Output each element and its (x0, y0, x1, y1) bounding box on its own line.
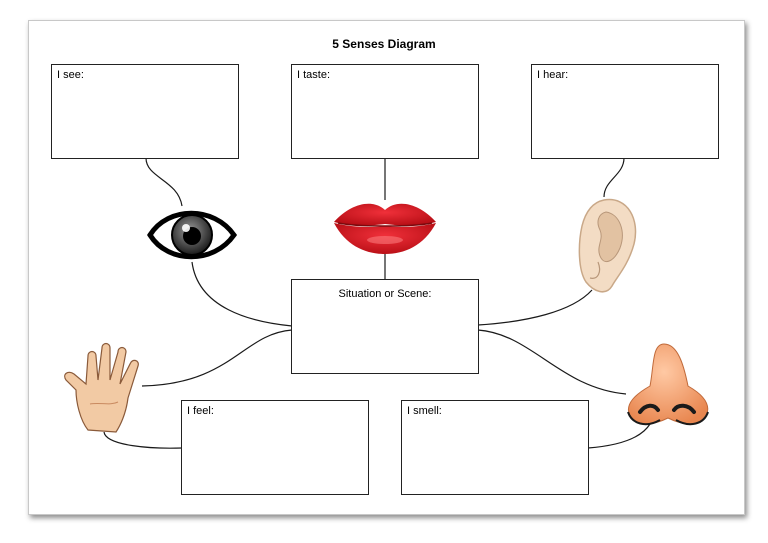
box-hear-label: I hear: (537, 69, 569, 81)
connector-smell-nose (587, 423, 651, 449)
box-smell-label: I smell: (407, 405, 442, 417)
box-situation[interactable]: Situation or Scene: (291, 279, 479, 374)
connector-center-hand (141, 329, 293, 387)
connector-ear-center (477, 289, 593, 326)
box-feel-label: I feel: (187, 405, 214, 417)
box-smell[interactable]: I smell: (401, 400, 589, 495)
connector-center-nose (477, 329, 627, 395)
connector-see-eye (145, 157, 183, 207)
box-situation-label: Situation or Scene: (338, 288, 432, 300)
box-see[interactable]: I see: (51, 64, 239, 159)
box-hear[interactable]: I hear: (531, 64, 719, 159)
box-feel[interactable]: I feel: (181, 400, 369, 495)
ear-icon (578, 198, 637, 293)
connector-hear-ear (603, 157, 625, 198)
diagram-title: 5 Senses Diagram (332, 37, 436, 51)
box-see-label: I see: (57, 69, 84, 81)
eye-icon (147, 210, 238, 260)
box-taste-label: I taste: (297, 69, 331, 81)
lips-icon (334, 203, 436, 254)
nose-icon (627, 343, 709, 426)
box-taste[interactable]: I taste: (291, 64, 479, 159)
connector-eye-center (191, 261, 293, 327)
connector-hand-feel (103, 431, 183, 449)
hand-icon (64, 342, 139, 433)
